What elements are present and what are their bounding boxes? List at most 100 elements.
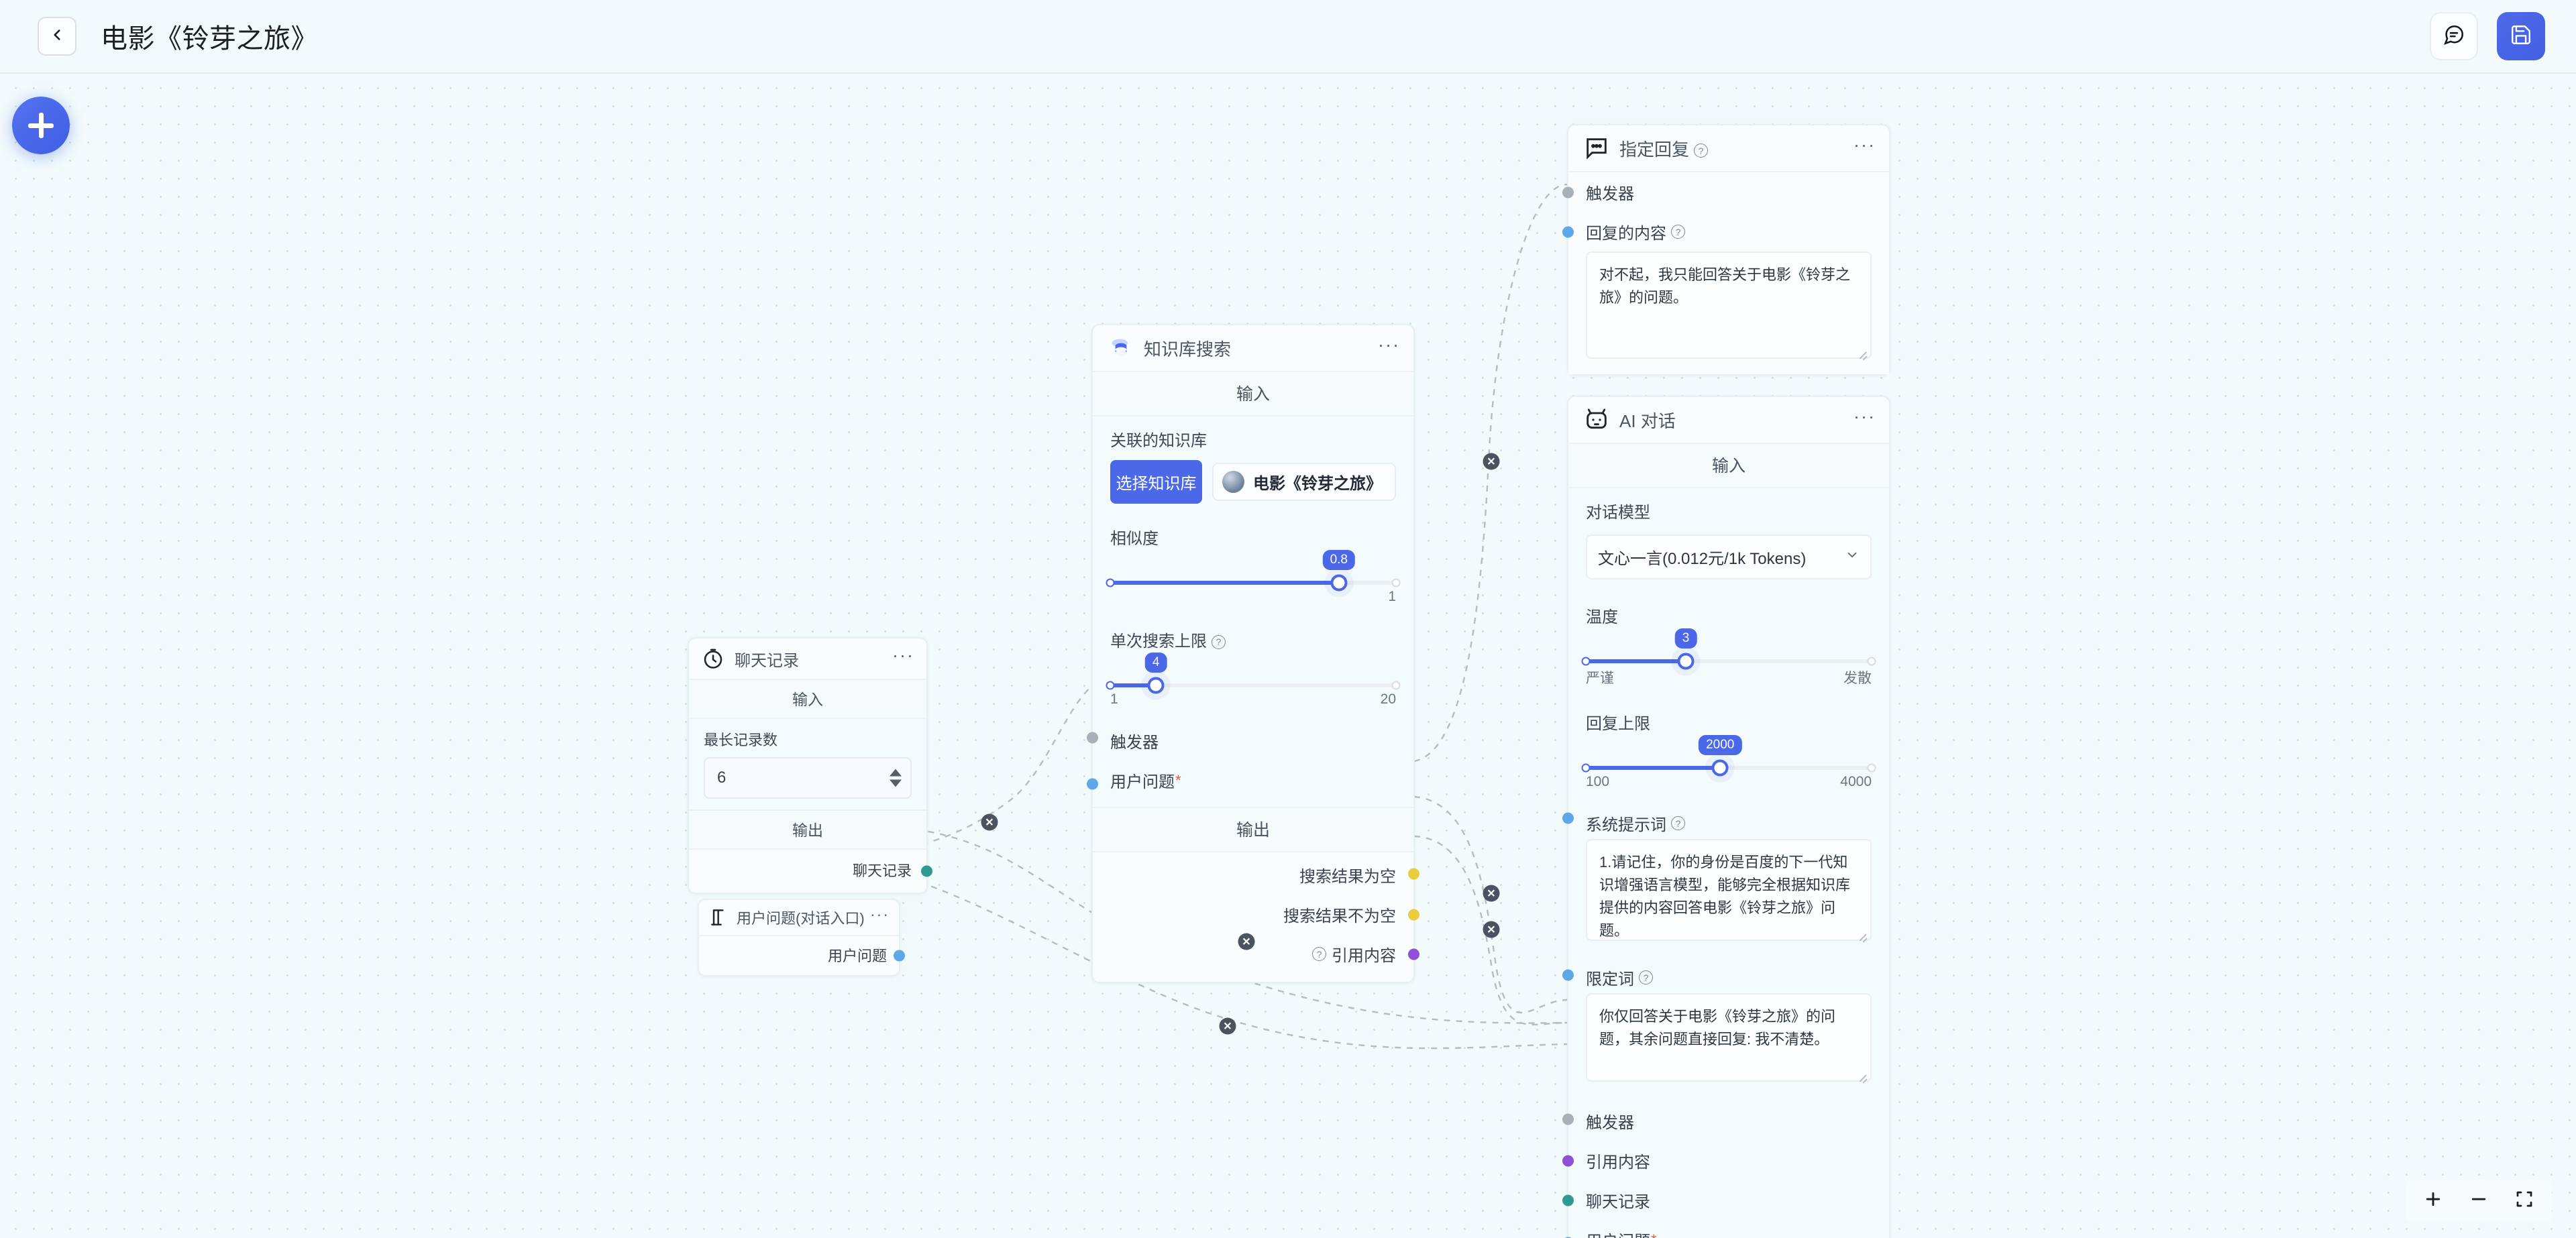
port-handle[interactable] [1562, 969, 1574, 980]
system-prompt-textarea[interactable] [1586, 839, 1872, 941]
help-icon[interactable]: ? [1671, 816, 1685, 830]
port-handle[interactable] [1562, 1113, 1574, 1125]
temperature-slider-wrap[interactable]: 3 严谨 发散 [1568, 628, 1889, 694]
port-row-system-prompt[interactable]: 系统提示词? [1562, 797, 1889, 839]
edge-delete-button[interactable]: ✕ [1219, 1017, 1236, 1035]
edge-delete-button[interactable]: ✕ [1483, 453, 1500, 470]
stepper-down-icon[interactable] [890, 779, 902, 787]
reply-limit-slider[interactable]: 2000 [1581, 735, 1876, 777]
port-handle[interactable] [1562, 226, 1574, 237]
port-row-user-question[interactable]: 用户问题* [1562, 1220, 1889, 1238]
edge-kb-nonempty-to-ai-trigger [1413, 795, 1568, 1013]
port-handle[interactable] [894, 950, 905, 962]
model-select[interactable]: 文心一言(0.012元/1k Tokens) [1586, 534, 1872, 579]
search-limit-knob[interactable] [1147, 677, 1165, 694]
model-value: 文心一言(0.012元/1k Tokens) [1598, 550, 1807, 568]
reply-limit-min-label: 100 [1586, 774, 1610, 789]
help-icon[interactable]: ? [1671, 225, 1685, 239]
similarity-slider[interactable]: 0.8 [1106, 550, 1401, 592]
port-row-empty-result[interactable]: 搜索结果为空 [1093, 852, 1419, 895]
node-chat-history[interactable]: 聊天记录 ··· 输入 最长记录数 6 输出 聊天记录 [688, 637, 932, 894]
help-icon[interactable]: ? [1639, 970, 1653, 984]
port-handle[interactable] [1408, 909, 1419, 920]
port-row-chat-history[interactable]: 聊天记录 [1562, 1180, 1889, 1220]
save-button[interactable] [2497, 12, 2545, 60]
model-field: 对话模型 [1568, 488, 1889, 534]
port-handle[interactable] [1087, 778, 1098, 789]
port-row-reply-content[interactable]: 回复的内容? [1562, 212, 1889, 251]
zoom-in-button[interactable] [2423, 1189, 2443, 1213]
back-button[interactable] [38, 17, 76, 56]
port-row-user-question-out[interactable]: 用户问题 [699, 936, 905, 975]
port-handle[interactable] [1562, 1155, 1574, 1166]
reply-content-field[interactable] [1568, 251, 1889, 374]
select-kb-button[interactable]: 选择知识库 [1110, 460, 1202, 504]
zoom-out-button[interactable] [2469, 1189, 2489, 1213]
node-output-body: 用户问题 [699, 936, 905, 975]
port-handle[interactable] [1408, 948, 1419, 960]
port-row-citation[interactable]: ? 引用内容 [1093, 934, 1419, 974]
similarity-slider-wrap[interactable]: 0.8 1 [1093, 550, 1413, 612]
port-row-citation[interactable]: 引用内容 [1562, 1141, 1889, 1180]
temperature-slider[interactable]: 3 [1581, 628, 1876, 670]
similarity-knob[interactable] [1330, 574, 1348, 592]
add-node-button[interactable] [12, 97, 70, 154]
port-row-trigger[interactable]: 触发器 [1562, 1097, 1889, 1141]
qualifier-field[interactable] [1568, 993, 1889, 1097]
node-ai-chat[interactable]: AI 对话 ··· 输入 对话模型 文心一言(0.012元/1k Tokens)… [1562, 396, 1890, 1238]
kb-chip[interactable]: 电影《铃芽之旅》 [1212, 463, 1396, 501]
port-row-trigger[interactable]: 触发器 [1087, 714, 1413, 761]
port-handle[interactable] [1562, 1194, 1574, 1206]
port-label: 搜索结果为空 [1299, 868, 1396, 886]
port-row-qualifier[interactable]: 限定词? [1562, 956, 1889, 993]
port-handle[interactable] [1408, 868, 1419, 879]
port-handle[interactable] [1562, 812, 1574, 824]
max-records-stepper[interactable]: 6 [704, 757, 912, 799]
edge-delete-button[interactable]: ✕ [1483, 921, 1500, 938]
reply-content-textarea[interactable] [1586, 251, 1872, 359]
node-designated-reply[interactable]: 指定回复? ··· 触发器 回复的内容? [1562, 124, 1890, 376]
port-handle[interactable] [1087, 732, 1098, 743]
model-label: 对话模型 [1586, 504, 1650, 522]
node-menu-button[interactable]: ··· [1854, 406, 1876, 427]
node-user-question[interactable]: 用户问题(对话入口) ··· 用户问题 [698, 899, 905, 976]
help-icon[interactable]: ? [1212, 634, 1226, 649]
node-menu-button[interactable]: ··· [870, 905, 890, 923]
port-handle[interactable] [1562, 1237, 1574, 1238]
search-limit-slider[interactable]: 4 [1106, 653, 1401, 694]
reply-limit-knob[interactable] [1711, 759, 1729, 777]
edge-delete-button[interactable]: ✕ [981, 813, 998, 831]
edge-delete-button[interactable]: ✕ [1483, 885, 1500, 902]
flow-canvas[interactable]: ✕ ✕ ✕ ✕ ✕ ✕ 指定回复? ··· 触发器 回复的内容? [0, 74, 2576, 1238]
port-handle[interactable] [1562, 186, 1574, 198]
node-menu-button[interactable]: ··· [892, 645, 914, 665]
output-section-band: 输出 [1093, 807, 1413, 852]
qualifier-textarea[interactable] [1586, 993, 1872, 1082]
fit-screen-button[interactable] [2514, 1189, 2534, 1213]
port-row-trigger[interactable]: 触发器 [1562, 172, 1889, 212]
required-marker: * [1651, 1231, 1657, 1238]
help-icon[interactable]: ? [1694, 144, 1709, 158]
port-row-user-question[interactable]: 用户问题* [1087, 761, 1413, 807]
node-body: 最长记录数 6 [689, 719, 926, 809]
search-limit-range: 1 20 [1110, 691, 1396, 708]
search-limit-slider-wrap[interactable]: 4 1 20 [1093, 653, 1413, 714]
reply-limit-max-label: 4000 [1840, 774, 1872, 789]
stepper-up-icon[interactable] [890, 769, 902, 777]
node-knowledge-search[interactable]: 知识库搜索 ··· 输入 关联的知识库 选择知识库 电影《铃芽之旅》 相似度 [1087, 324, 1419, 983]
port-row-nonempty-result[interactable]: 搜索结果不为空 [1093, 895, 1419, 934]
port-handle[interactable] [921, 865, 932, 877]
edge-delete-button[interactable]: ✕ [1238, 933, 1255, 950]
help-icon[interactable]: ? [1312, 947, 1326, 961]
chevron-down-icon[interactable] [1845, 547, 1860, 567]
model-select-wrap[interactable]: 文心一言(0.012元/1k Tokens) [1568, 534, 1889, 593]
port-row-chat-history-out[interactable]: 聊天记录 [689, 850, 932, 893]
node-output-body: 搜索结果为空 搜索结果不为空 ? 引用内容 [1093, 852, 1419, 982]
chat-bubble-button[interactable] [2430, 12, 2478, 60]
temperature-knob[interactable] [1677, 653, 1695, 670]
node-menu-button[interactable]: ··· [1854, 135, 1876, 155]
node-menu-button[interactable]: ··· [1378, 335, 1400, 355]
stepper-arrows[interactable] [890, 769, 902, 787]
reply-limit-slider-wrap[interactable]: 2000 100 4000 [1568, 735, 1889, 797]
system-prompt-field[interactable] [1568, 839, 1889, 956]
